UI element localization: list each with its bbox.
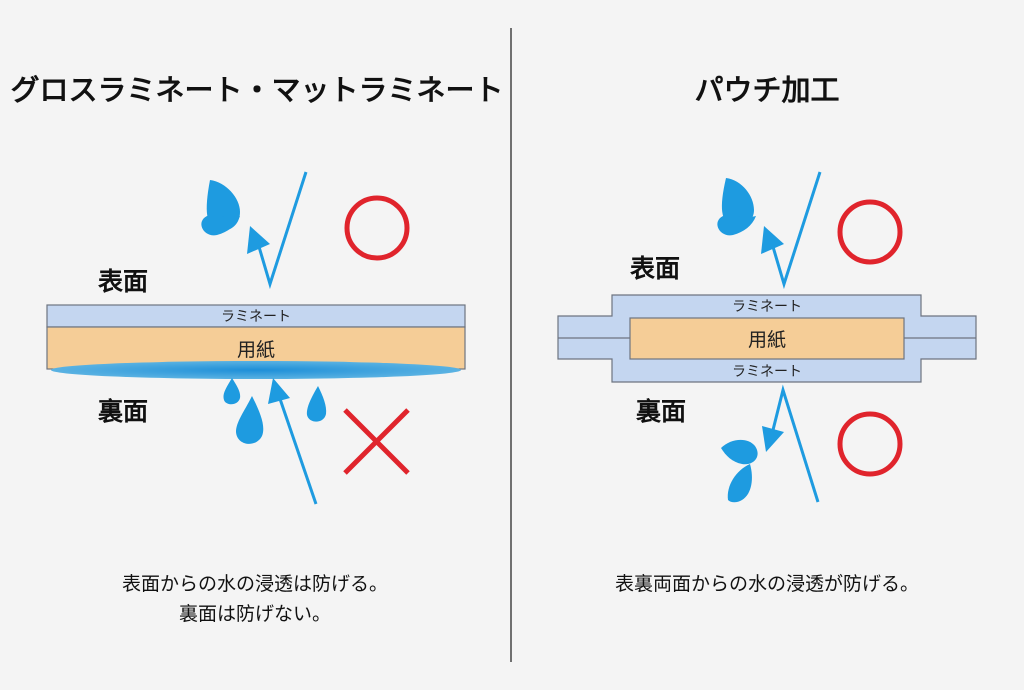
right-panel: パウチ加工 表面 ラミネート 用紙 ラミネート 裏面 表裏両面からの水の浸透が防…	[557, 73, 977, 595]
water-drop-icon	[223, 378, 241, 405]
right-front-label: 表面	[630, 254, 680, 283]
water-drop-icon	[201, 215, 240, 236]
right-back-label: 裏面	[635, 397, 686, 426]
left-caption-line1: 表面からの水の浸透は防げる。	[122, 573, 388, 595]
left-panel: グロスラミネート・マットラミネート 表面 ラミネート 用紙 裏面 表面からの水の…	[10, 73, 503, 625]
arrow-head	[268, 378, 290, 404]
left-caption-line2: 裏面は防げない。	[179, 603, 331, 625]
water-drop-icon	[306, 386, 327, 422]
right-laminate-bottom-label: ラミネート	[732, 364, 802, 380]
water-drop-icon	[717, 215, 756, 236]
left-title: グロスラミネート・マットラミネート	[10, 73, 503, 107]
right-paper-label: 用紙	[748, 329, 786, 351]
arrow-icon	[769, 171, 822, 290]
arrow-head	[762, 426, 784, 452]
arrow-icon	[277, 395, 318, 505]
water-drop-icon	[721, 178, 754, 228]
right-caption: 表裏両面からの水の浸透が防げる。	[615, 573, 919, 595]
arrow-icon	[769, 384, 820, 503]
cross-mark-icon	[343, 408, 410, 475]
arrow-head	[761, 226, 784, 254]
water-drop-icon	[727, 464, 752, 503]
left-paper-label: 用紙	[237, 339, 275, 361]
left-front-label: 表面	[98, 267, 148, 296]
circle-mark-icon	[837, 411, 903, 477]
circle-mark-icon	[837, 199, 903, 265]
arrow-icon	[255, 171, 308, 290]
water-drop-icon	[721, 439, 758, 465]
water-drop-icon	[236, 396, 264, 444]
circle-mark-icon	[344, 195, 410, 261]
right-paper-layer	[629, 317, 905, 360]
left-back-label: 裏面	[97, 397, 148, 426]
arrow-head	[247, 226, 270, 254]
left-laminate-label: ラミネート	[221, 309, 291, 325]
left-seepage	[51, 361, 461, 379]
right-title: パウチ加工	[694, 73, 839, 107]
right-laminate-top-label: ラミネート	[732, 299, 802, 315]
